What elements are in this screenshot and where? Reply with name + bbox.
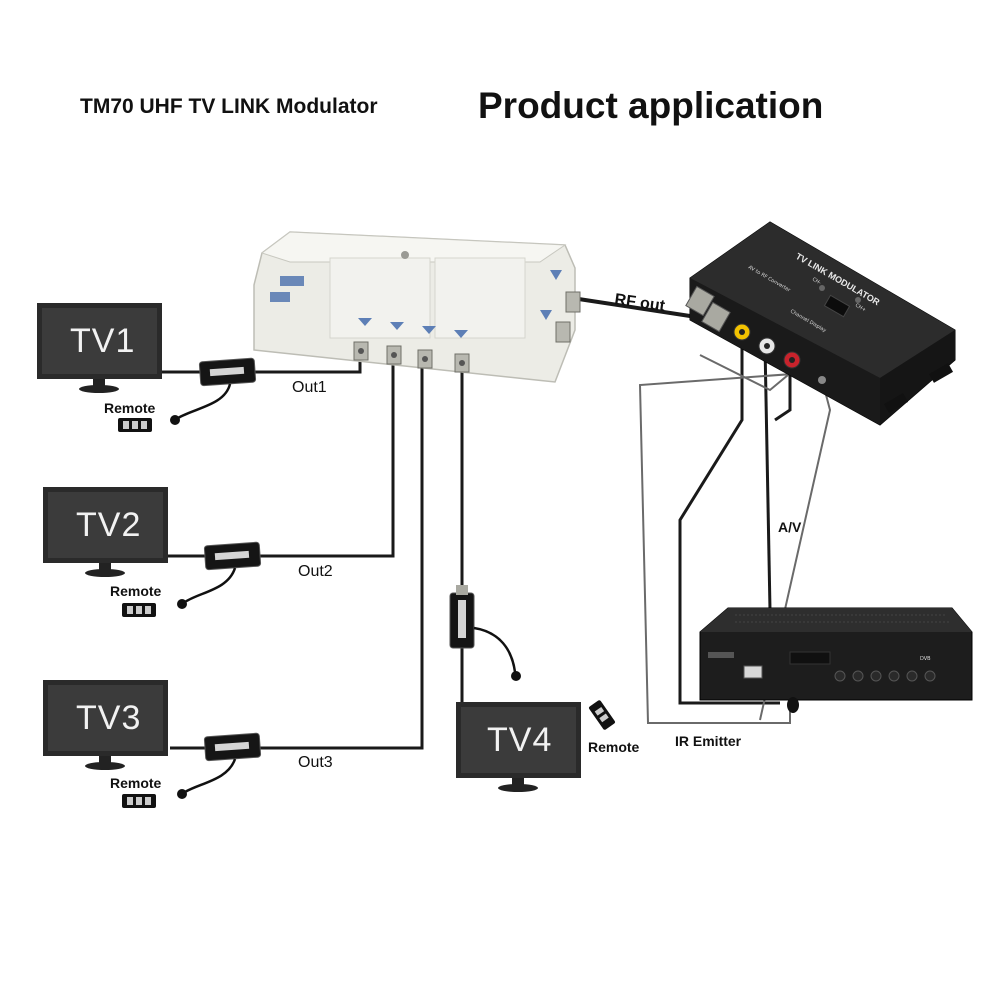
av-label: A/V (778, 519, 802, 535)
tv4-ir-receiver (449, 585, 521, 681)
tv2-ir-receiver (177, 541, 262, 609)
av-cable (763, 344, 772, 611)
ir-emitter-bulb (787, 697, 799, 713)
tv2-label: TV2 (76, 506, 141, 544)
ch-plus-button[interactable] (855, 297, 861, 303)
modulator-ch-plus: CH+ (854, 303, 867, 314)
tv1: TV1 (37, 303, 162, 393)
tv1-remote-icon (118, 418, 152, 432)
receiver-panel-text: DVB (920, 656, 931, 662)
tv1-ir-receiver (170, 357, 257, 425)
tv4-remote-icon (589, 700, 615, 730)
usb-port (743, 665, 763, 679)
tv4-label: TV4 (487, 721, 552, 759)
tv1-label: TV1 (70, 322, 135, 360)
receiver-display (789, 651, 831, 665)
diagram-title: Product application (478, 85, 823, 126)
diagram-subtitle: TM70 UHF TV LINK Modulator (80, 95, 378, 118)
modulator-ch-minus: CH- (811, 277, 822, 287)
ir-emitter-cable (638, 371, 821, 724)
out3-label: Out3 (298, 754, 333, 771)
satellite-receiver: DVB (699, 607, 973, 713)
splitter-amplifier (253, 231, 581, 383)
out2-label: Out2 (298, 563, 333, 580)
tv2-remote-label: Remote (110, 583, 162, 599)
tv2: TV2 (43, 487, 168, 577)
channel-display (823, 294, 851, 318)
tv4-remote-label: Remote (588, 739, 640, 755)
rf-out-label: RF out (613, 291, 666, 315)
out1-label: Out1 (292, 379, 327, 396)
tv3-ir-receiver (177, 732, 262, 799)
rf-out-cable (571, 296, 691, 318)
out2-cable (168, 362, 395, 558)
tv3-label: TV3 (76, 699, 141, 737)
ir-emitter-label: IR Emitter (675, 733, 742, 749)
ir-jack (818, 376, 826, 384)
tv1-remote-label: Remote (104, 400, 156, 416)
ch-minus-button[interactable] (819, 285, 825, 291)
tv3-remote-label: Remote (110, 775, 162, 791)
tv4: TV4 (456, 702, 581, 792)
tv3: TV3 (43, 680, 168, 770)
av-cable-2 (678, 345, 780, 705)
tv2-remote-icon (122, 603, 156, 617)
tv-link-modulator: TV LINK MODULATOR AV to RF Converter Cha… (685, 221, 956, 426)
tv3-remote-icon (122, 794, 156, 808)
